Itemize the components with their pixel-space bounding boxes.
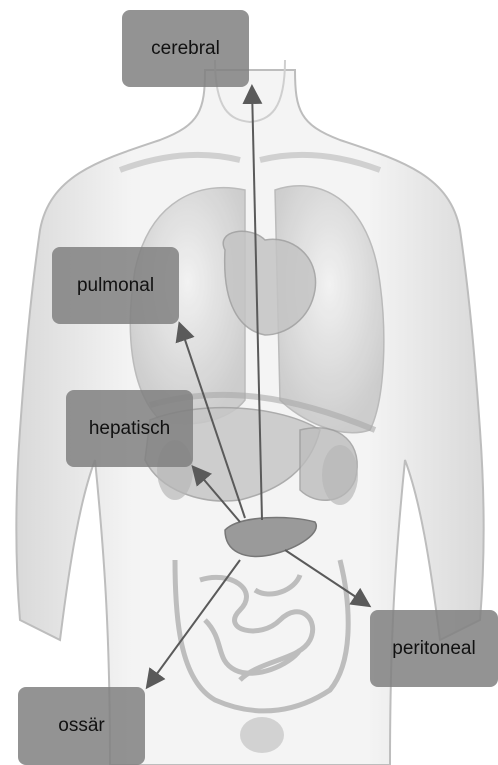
- label-ossar: ossär: [18, 687, 145, 765]
- bladder: [240, 717, 284, 753]
- label-cerebral: cerebral: [122, 10, 249, 87]
- label-peritoneal: peritoneal: [370, 610, 498, 687]
- kidney-right: [322, 445, 358, 505]
- label-pulmonal: pulmonal: [52, 247, 179, 324]
- label-hepatisch: hepatisch: [66, 390, 193, 467]
